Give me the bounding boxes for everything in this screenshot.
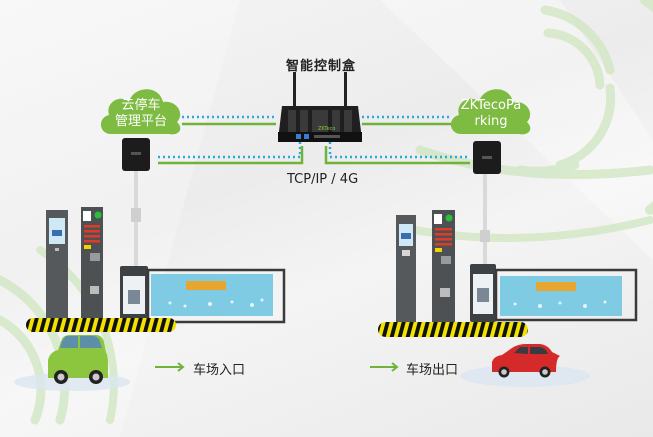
- cloud-zkteco-label: ZKTecoPa rking: [447, 98, 535, 130]
- cloud-platform-label: 云停车 管理平台: [97, 98, 185, 130]
- parking-p-sign: [434, 214, 442, 224]
- camera-lens: [482, 156, 492, 159]
- cloud-parking-platform: [100, 89, 181, 135]
- status-light: [94, 211, 102, 219]
- cloud-shape: [450, 89, 531, 135]
- entrance-label: 车场入口: [193, 363, 246, 378]
- hazard-strip-exit: [378, 322, 528, 337]
- status-light: [445, 214, 453, 222]
- antenna-right: [344, 72, 347, 108]
- banner-headline: [536, 282, 576, 291]
- fence-boom-arm: [146, 268, 286, 324]
- barrier-display-graphic: [477, 288, 489, 302]
- cloud-zkteco-parking: [450, 89, 531, 135]
- kiosk-scanner: [402, 250, 410, 256]
- cloud-label-line1: 云停车: [121, 98, 161, 113]
- smart-control-box: ZKTeco: [278, 72, 362, 142]
- fence-boom-arm: [494, 268, 638, 322]
- signal-arc: [0, 275, 70, 425]
- network-label: TCP/IP / 4G: [287, 172, 359, 187]
- usb-port: [304, 134, 309, 139]
- camera-pole: [483, 168, 487, 270]
- wireless-link-left-lower: [158, 142, 302, 159]
- device-brand-logo: ZKTeco: [318, 126, 335, 132]
- pole-joint: [131, 208, 141, 222]
- control-box-title: 智能控制盒: [286, 59, 357, 74]
- hazard-strip-entrance: [26, 318, 176, 332]
- qr-code-reader: [440, 288, 450, 297]
- wired-link-left-lower: [158, 146, 304, 165]
- barrier-display-graphic: [128, 290, 140, 304]
- pole-joint: [480, 230, 490, 242]
- wireless-link-right-lower: [328, 142, 470, 159]
- signal-arc: [540, 5, 615, 75]
- cloud-label-line2: rking: [474, 114, 508, 129]
- cloud-shape: [100, 89, 181, 135]
- kiosk-screen-graphic: [401, 233, 411, 239]
- usb-port: [296, 134, 301, 139]
- exit-arrowhead-icon: [391, 362, 399, 372]
- parking-p-sign: [83, 211, 91, 221]
- kiosk-screen-graphic: [52, 230, 62, 236]
- banner-headline: [186, 281, 226, 290]
- cloud-label-line1: ZKTecoPa: [460, 98, 522, 113]
- antenna-left: [293, 72, 296, 108]
- signal-arc: [0, 315, 46, 425]
- green-car-entering: [48, 335, 108, 384]
- led-counter: [435, 248, 442, 252]
- led-counter: [84, 245, 91, 249]
- serial-port: [314, 135, 340, 138]
- qr-code-reader: [90, 286, 99, 294]
- exit-label: 车场出口: [406, 363, 459, 378]
- ticket-slot: [441, 256, 451, 264]
- cloud-label-line2: 管理平台: [114, 114, 167, 129]
- signal-arc: [543, 28, 605, 90]
- ticket-slot: [90, 253, 100, 261]
- camera-lens: [131, 152, 141, 155]
- wired-link-right-lower: [324, 146, 470, 165]
- signal-arc: [555, 83, 616, 170]
- kiosk-button: [55, 248, 59, 251]
- red-car-exiting: [492, 344, 560, 378]
- entrance-arrowhead-icon: [177, 362, 185, 372]
